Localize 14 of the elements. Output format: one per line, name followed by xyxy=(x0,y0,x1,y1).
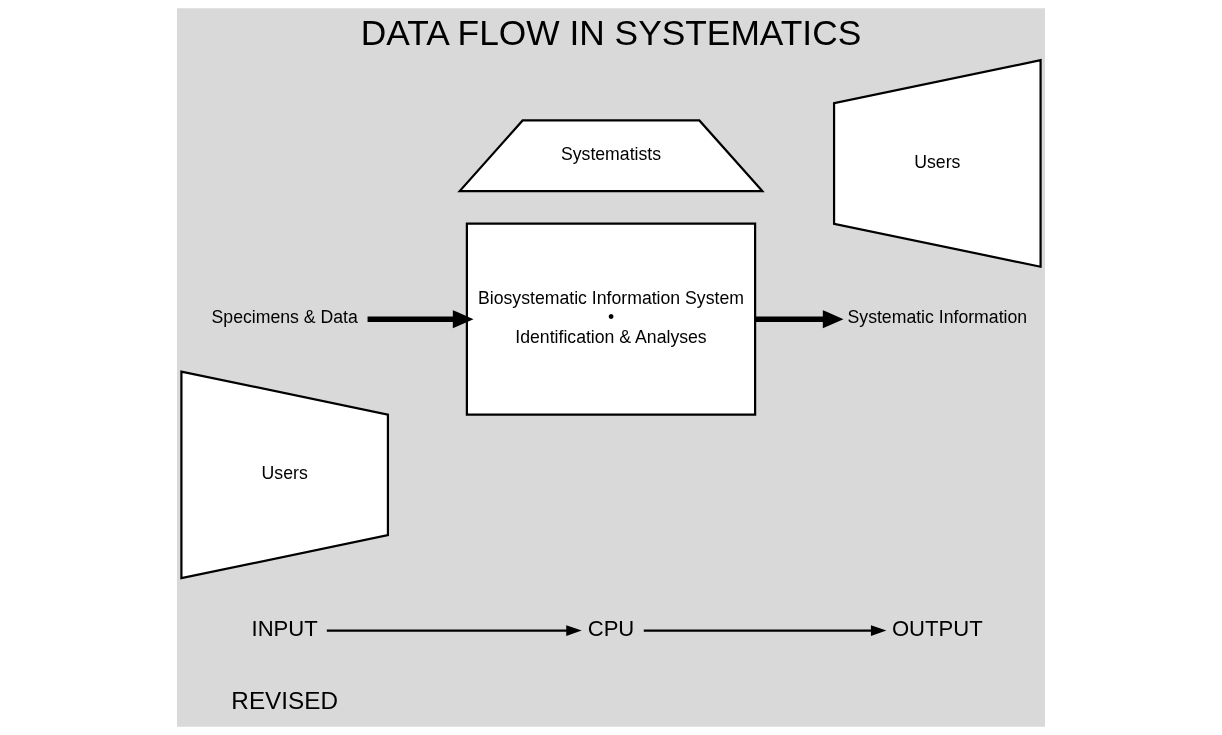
node-box: Users xyxy=(180,370,390,580)
arrow xyxy=(643,625,887,637)
node-text: Specimens & Data xyxy=(211,307,358,328)
node-text: CPU xyxy=(587,616,635,642)
arrow xyxy=(367,310,474,329)
node-text: Systematic Information xyxy=(847,307,1028,328)
node-text: INPUT xyxy=(251,616,318,642)
arrow xyxy=(326,625,582,637)
label: REVISED xyxy=(231,686,338,714)
node-box: Users xyxy=(832,58,1042,269)
node-box: Biosystematic Information System • Identification & Analyses xyxy=(465,222,757,416)
node-text: OUTPUT xyxy=(891,616,983,642)
diagram-title: DATA FLOW IN SYSTEMATICS xyxy=(360,13,862,53)
arrow xyxy=(755,310,844,329)
